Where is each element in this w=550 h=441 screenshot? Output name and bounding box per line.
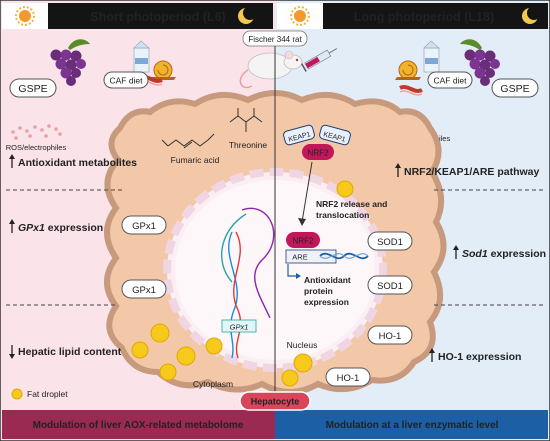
grape-icon <box>460 39 500 86</box>
translocation-arrowhead <box>298 218 306 226</box>
right-footer-label: Modulation at a liver enzymatic level <box>326 420 499 431</box>
rat-label: Fischer 344 rat <box>248 35 302 44</box>
up-arrow-icon <box>395 163 401 177</box>
right-footer-bar <box>275 410 548 439</box>
threonine-structure <box>229 108 263 132</box>
ho1-box <box>367 325 413 345</box>
nrf2-cytoplasm <box>302 144 334 160</box>
milk-carton-icon <box>423 40 440 73</box>
aox-expression-label-1: Antioxidant <box>304 275 351 285</box>
right-row3-label: HO-1 expression <box>438 351 521 363</box>
left-caf-label: CAF diet <box>109 76 143 86</box>
right-row1-label: NRF2/KEAP1/ARE pathway <box>404 166 540 178</box>
right-row2-label: Sod1 expression <box>462 248 546 260</box>
nrf2-release-label-2: translocation <box>316 210 369 220</box>
up-arrow-icon <box>429 348 435 362</box>
gpx1-gene-label: GPx1 <box>230 323 249 332</box>
expression-arrowhead <box>296 273 301 279</box>
gpx1-protein-box <box>121 279 167 299</box>
aox-expression-label-3: expression <box>304 297 349 307</box>
fumaric-acid-label: Fumaric acid <box>171 155 220 165</box>
ho1-label: HO-1 <box>337 373 360 384</box>
sod1-label: SOD1 <box>377 237 403 248</box>
left-row3-label: Hepatic lipid content <box>18 346 122 358</box>
left-footer-label: Modulation of liver AOX-related metabolo… <box>33 420 244 431</box>
are-dna-strand-2 <box>319 253 369 259</box>
hepatocyte-pill <box>239 391 311 411</box>
gpx1-gene-box <box>221 319 257 333</box>
left-footer-bar <box>2 410 275 439</box>
nrf2-release-label-1: NRF2 release and <box>316 199 387 209</box>
keap1-b <box>319 124 351 146</box>
gpx1-protein-box <box>121 215 167 235</box>
left-gspe-label: GSPE <box>18 83 47 95</box>
gpx1-protein-label: GPx1 <box>132 221 156 232</box>
left-row1-label: Antioxidant metabolites <box>18 157 137 169</box>
right-header-title: Long photoperiod (L18) <box>354 10 494 24</box>
up-arrow-icon <box>453 245 459 259</box>
right-caf-label: CAF diet <box>433 76 467 86</box>
nucleus-label: Nucleus <box>287 340 318 350</box>
moon-icon <box>238 6 257 24</box>
ho1-box <box>325 367 371 387</box>
translocation-arrow <box>301 161 313 223</box>
dna-icon <box>220 207 275 359</box>
are-label: ARE <box>292 253 307 262</box>
ho1-label: HO-1 <box>379 331 402 342</box>
fat-droplet-legend-icon <box>11 388 23 400</box>
keap1-a <box>283 124 315 146</box>
up-arrow-icon <box>9 219 15 233</box>
right-gspe-pill <box>491 78 539 98</box>
left-caf-pill <box>103 71 149 89</box>
milk-carton-icon <box>133 40 150 73</box>
sun-icon <box>15 6 35 26</box>
sod1-label: SOD1 <box>377 281 403 292</box>
fat-droplets <box>131 180 354 387</box>
nrf2-nucleus <box>286 232 320 248</box>
cytoplasm-label: Cytoplasm <box>193 379 233 389</box>
sun-icon <box>290 6 310 26</box>
right-caf-pill <box>427 71 473 89</box>
left-gspe-pill <box>9 78 57 98</box>
snail-icon <box>395 60 421 80</box>
expression-arrow <box>287 264 298 277</box>
threonine-label: Threonine <box>229 140 268 150</box>
moon-icon <box>522 6 541 24</box>
nrf2-nucleus-label: NRF2 <box>293 237 314 246</box>
hepatocyte-label: Hepatocyte <box>251 397 300 407</box>
sod1-box <box>367 231 413 251</box>
left-row2-label: GPx1 expression <box>18 222 103 234</box>
bacon-icon <box>399 85 423 96</box>
ros-dots-left <box>11 124 62 140</box>
up-arrow-icon <box>9 154 15 168</box>
rat-icon <box>239 50 303 89</box>
sod1-box <box>367 275 413 295</box>
right-gspe-label: GSPE <box>500 83 529 95</box>
fumaric-acid-structure <box>161 133 215 149</box>
grape-icon <box>50 39 90 86</box>
aox-expression-label-2: protein <box>304 286 333 296</box>
left-header-title: Short photoperiod (L6) <box>90 10 225 24</box>
left-ros-label: ROS/electrophiles <box>6 143 67 152</box>
nrf2-cytoplasm-label: NRF2 <box>308 149 329 158</box>
gpx1-protein-label: GPx1 <box>132 285 156 296</box>
down-arrow-icon <box>9 345 15 359</box>
syringe-icon <box>300 48 338 72</box>
fat-droplet-legend-label: Fat droplet <box>27 389 68 399</box>
